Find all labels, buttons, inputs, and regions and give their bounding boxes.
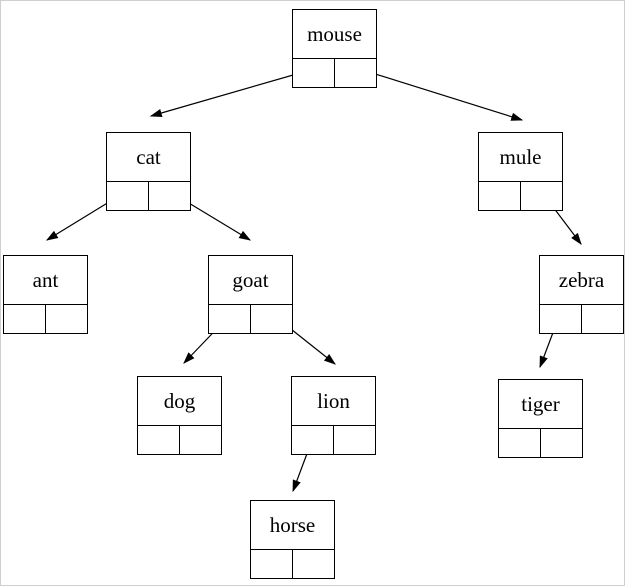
node-pointers-dog: [138, 426, 221, 454]
node-right-pointer-zebra[interactable]: [582, 305, 624, 333]
tree-node-goat[interactable]: goat: [208, 255, 293, 334]
node-pointers-horse: [251, 550, 334, 578]
node-right-pointer-goat[interactable]: [251, 305, 293, 333]
node-right-pointer-cat[interactable]: [149, 182, 191, 210]
node-label-mule: mule: [479, 133, 562, 182]
node-right-pointer-dog[interactable]: [180, 426, 222, 454]
node-left-pointer-ant[interactable]: [4, 305, 46, 333]
node-label-lion: lion: [292, 377, 375, 426]
node-left-pointer-mouse[interactable]: [293, 59, 335, 87]
node-left-pointer-lion[interactable]: [292, 426, 334, 454]
node-label-cat: cat: [107, 133, 190, 182]
tree-edge-mouse-right-to-mule: [352, 66, 524, 121]
node-right-pointer-horse[interactable]: [293, 550, 335, 578]
node-label-dog: dog: [138, 377, 221, 426]
node-label-ant: ant: [4, 256, 87, 305]
node-right-pointer-mule[interactable]: [521, 182, 563, 210]
node-pointers-tiger: [499, 429, 582, 457]
node-pointers-ant: [4, 305, 87, 333]
node-pointers-lion: [292, 426, 375, 454]
node-left-pointer-goat[interactable]: [209, 305, 251, 333]
node-left-pointer-zebra[interactable]: [540, 305, 582, 333]
tree-node-mule[interactable]: mule: [478, 132, 563, 211]
tree-node-horse[interactable]: horse: [250, 500, 335, 579]
node-left-pointer-horse[interactable]: [251, 550, 293, 578]
node-label-tiger: tiger: [499, 380, 582, 429]
tree-node-ant[interactable]: ant: [3, 255, 88, 334]
node-label-zebra: zebra: [540, 256, 623, 305]
node-right-pointer-tiger[interactable]: [541, 429, 583, 457]
node-pointers-zebra: [540, 305, 623, 333]
tree-node-zebra[interactable]: zebra: [539, 255, 624, 334]
tree-node-dog[interactable]: dog: [137, 376, 222, 455]
node-label-horse: horse: [251, 501, 334, 550]
tree-edge-mouse-left-to-cat: [149, 68, 315, 118]
node-pointers-goat: [209, 305, 292, 333]
node-left-pointer-tiger[interactable]: [499, 429, 541, 457]
node-label-mouse: mouse: [293, 10, 376, 59]
tree-node-tiger[interactable]: tiger: [498, 379, 583, 458]
node-right-pointer-lion[interactable]: [334, 426, 376, 454]
node-pointers-mouse: [293, 59, 376, 87]
tree-node-lion[interactable]: lion: [291, 376, 376, 455]
node-pointers-mule: [479, 182, 562, 210]
node-left-pointer-cat[interactable]: [107, 182, 149, 210]
node-right-pointer-ant[interactable]: [46, 305, 88, 333]
node-left-pointer-mule[interactable]: [479, 182, 521, 210]
tree-node-cat[interactable]: cat: [106, 132, 191, 211]
node-label-goat: goat: [209, 256, 292, 305]
node-pointers-cat: [107, 182, 190, 210]
node-right-pointer-mouse[interactable]: [335, 59, 377, 87]
node-left-pointer-dog[interactable]: [138, 426, 180, 454]
tree-node-mouse[interactable]: mouse: [292, 9, 377, 88]
